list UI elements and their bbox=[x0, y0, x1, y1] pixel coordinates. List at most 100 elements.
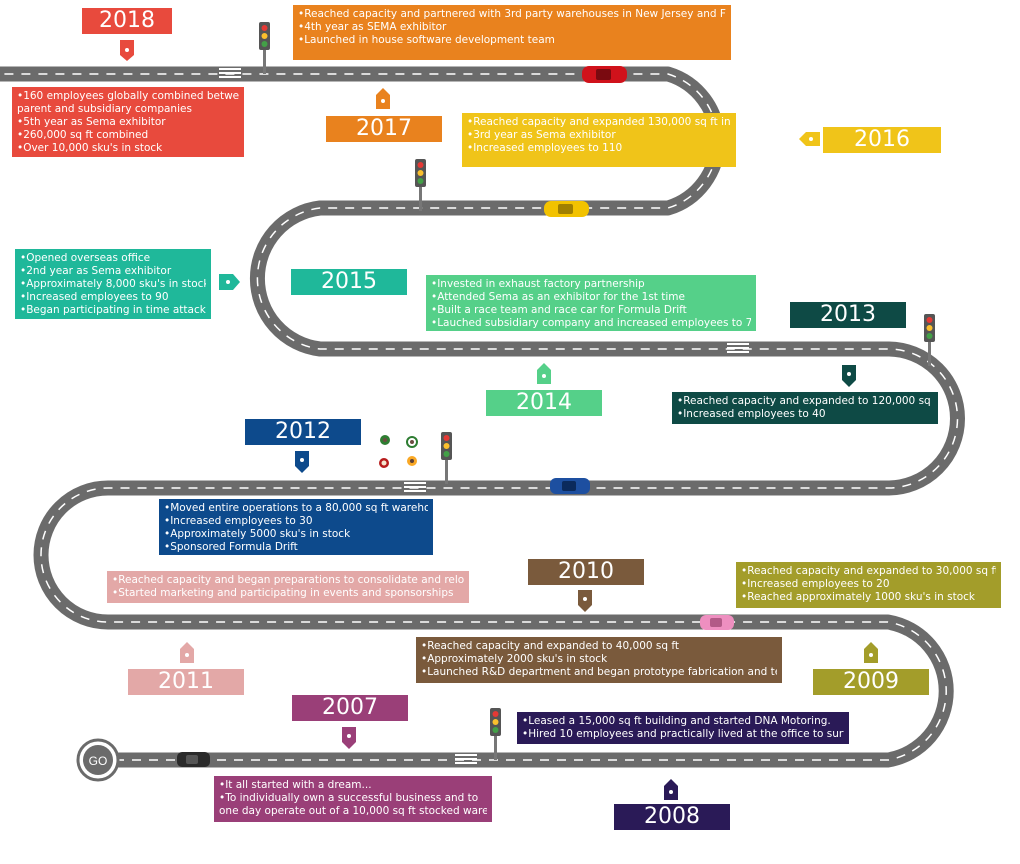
info-line: •Sponsored Formula Drift bbox=[164, 541, 298, 553]
year-2008: 2008 bbox=[614, 804, 730, 830]
traffic-lights bbox=[259, 22, 935, 760]
year-2016: 2016 bbox=[823, 127, 941, 153]
info-2015: •Opened overseas office •2nd year as Sem… bbox=[15, 249, 211, 319]
traffic-light-icon bbox=[415, 159, 426, 211]
info-line: •Increased employees to 20 bbox=[741, 578, 890, 590]
year-2011: 2011 bbox=[128, 669, 244, 695]
info-line: •Reached capacity and expanded 130,000 s… bbox=[467, 116, 731, 128]
info-line: •Reached capacity and partnered with 3rd… bbox=[298, 8, 726, 20]
pin-2018-icon bbox=[120, 40, 134, 61]
info-line: •Lauched subsidiary company and increase… bbox=[431, 317, 751, 329]
pedestrian-icon bbox=[406, 436, 418, 448]
pin-2011-icon bbox=[180, 642, 194, 663]
info-2013: •Reached capacity and expanded to 120,00… bbox=[672, 392, 938, 424]
pin-2016-icon bbox=[799, 132, 820, 146]
info-line: •160 employees globally combined between bbox=[17, 90, 239, 102]
info-line: •Hired 10 employees and practically live… bbox=[522, 728, 844, 740]
pedestrian-icon bbox=[407, 456, 417, 466]
info-line: •4th year as SEMA exhibitor bbox=[298, 21, 447, 33]
info-line: parent and subsidiary companies bbox=[17, 103, 192, 115]
year-2017: 2017 bbox=[326, 116, 442, 142]
pink-car-icon bbox=[700, 615, 734, 630]
info-2010: •Reached capacity and expanded to 40,000… bbox=[416, 637, 782, 683]
info-line: •Reached approximately 1000 sku's in sto… bbox=[741, 591, 976, 603]
traffic-light-icon bbox=[924, 314, 935, 366]
info-line: •Invested in exhaust factory partnership bbox=[431, 278, 645, 290]
info-line: •Increased employees to 90 bbox=[20, 291, 169, 303]
info-line: •Increased employees to 40 bbox=[677, 408, 826, 420]
info-line: •Approximately 2000 sku's in stock bbox=[421, 653, 608, 665]
pin-2014-icon bbox=[537, 363, 551, 384]
crosswalks bbox=[219, 68, 749, 764]
traffic-light-icon bbox=[441, 432, 452, 484]
pin-2013-icon bbox=[842, 365, 856, 387]
year-2007: 2007 bbox=[292, 695, 408, 721]
info-line: •260,000 sq ft combined bbox=[17, 129, 149, 141]
pin-2015-icon bbox=[219, 274, 240, 290]
traffic-light-icon bbox=[259, 22, 270, 74]
blue-car-icon bbox=[550, 478, 590, 494]
info-line: •Reached capacity and expanded to 120,00… bbox=[677, 395, 933, 407]
info-line: •To individually own a successful busine… bbox=[219, 792, 479, 804]
info-2007: •It all started with a dream... •To indi… bbox=[214, 776, 492, 822]
info-line: one day operate out of a 10,000 sq ft st… bbox=[219, 805, 487, 817]
info-2011: •Reached capacity and began preparations… bbox=[107, 571, 469, 603]
road-center-line bbox=[0, 73, 959, 761]
pedestrian-icon bbox=[379, 458, 389, 468]
info-line: •Began participating in time attack bbox=[20, 304, 206, 316]
pin-2009-icon bbox=[864, 642, 878, 663]
pin-2017-icon bbox=[376, 88, 390, 109]
info-2016: •Reached capacity and expanded 130,000 s… bbox=[462, 113, 736, 167]
info-line: •Attended Sema as an exhibitor for the 1… bbox=[431, 291, 685, 303]
year-2012: 2012 bbox=[245, 419, 361, 445]
info-line: •Approximately 5000 sku's in stock bbox=[164, 528, 351, 540]
info-line: •Reached capacity and began preparations… bbox=[112, 574, 464, 586]
info-line: •Increased employees to 110 bbox=[467, 142, 623, 154]
start-label: GO bbox=[89, 754, 108, 768]
crosswalk bbox=[455, 754, 477, 764]
pedestrian-icon bbox=[380, 435, 390, 445]
info-line: •Increased employees to 30 bbox=[164, 515, 313, 527]
year-2013: 2013 bbox=[790, 302, 906, 328]
info-2012: •Moved entire operations to a 80,000 sq … bbox=[159, 499, 433, 555]
info-line: •Launched R&D department and began proto… bbox=[421, 666, 777, 678]
cars bbox=[177, 66, 734, 767]
info-line: •5th year as Sema exhibitor bbox=[17, 116, 166, 128]
info-line: •Started marketing and participating in … bbox=[112, 587, 454, 599]
info-line: •2nd year as Sema exhibitor bbox=[20, 265, 172, 277]
crosswalk bbox=[727, 343, 749, 353]
info-2014: •Invested in exhaust factory partnership… bbox=[426, 275, 756, 331]
info-line: •It all started with a dream... bbox=[219, 779, 372, 791]
info-2009: •Reached capacity and expanded to 30,000… bbox=[736, 562, 1001, 608]
crosswalk bbox=[404, 482, 426, 492]
year-2009: 2009 bbox=[813, 669, 929, 695]
info-line: •Moved entire operations to a 80,000 sq … bbox=[164, 502, 428, 514]
info-line: •Opened overseas office bbox=[20, 252, 151, 264]
pin-2008-icon bbox=[664, 779, 678, 800]
traffic-light-icon bbox=[490, 708, 501, 760]
year-2010: 2010 bbox=[528, 559, 644, 585]
crosswalk bbox=[219, 68, 241, 78]
info-line: •Approximately 8,000 sku's in stock bbox=[20, 278, 206, 290]
pin-2012-icon bbox=[295, 451, 309, 473]
year-2018: 2018 bbox=[82, 8, 172, 34]
year-2014: 2014 bbox=[486, 390, 602, 416]
info-2008: •Leased a 15,000 sq ft building and star… bbox=[517, 712, 849, 744]
pedestrians bbox=[379, 435, 418, 468]
start-marker: GO bbox=[76, 738, 120, 782]
pin-2007-icon bbox=[342, 727, 356, 749]
info-2018: •160 employees globally combined between… bbox=[12, 87, 244, 157]
info-line: •Over 10,000 sku's in stock bbox=[17, 142, 163, 154]
winding-road bbox=[0, 66, 965, 768]
red-car-icon bbox=[582, 66, 627, 83]
pin-2010-icon bbox=[578, 590, 592, 612]
info-line: •Leased a 15,000 sq ft building and star… bbox=[522, 715, 831, 727]
info-line: •Built a race team and race car for Form… bbox=[431, 304, 687, 316]
year-pins bbox=[120, 40, 878, 800]
info-line: •Reached capacity and expanded to 40,000… bbox=[421, 640, 679, 652]
info-2017: •Reached capacity and partnered with 3rd… bbox=[293, 5, 731, 60]
info-line: •3rd year as Sema exhibitor bbox=[467, 129, 616, 141]
info-line: •Launched in house software development … bbox=[298, 34, 555, 46]
yellow-car-icon bbox=[544, 201, 589, 217]
